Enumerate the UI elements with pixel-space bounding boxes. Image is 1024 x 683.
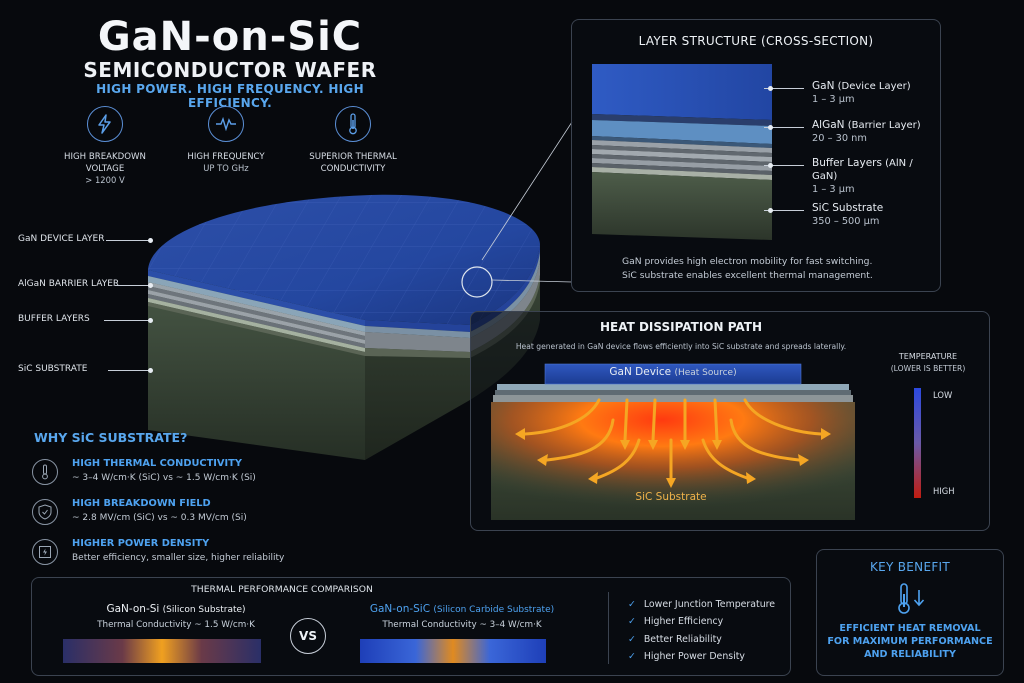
layer-label-buffer: Buffer Layers (AlN / GaN) 1 – 3 µm: [812, 157, 913, 195]
tagline: HIGH POWER. HIGH FREQUENCY. HIGH EFFICIE…: [96, 82, 364, 110]
feature-title: SUPERIOR THERMAL CONDUCTIVITY: [309, 152, 397, 174]
layer-structure-panel: LAYER STRUCTURE (CROSS-SECTION) GaN (Dev…: [571, 19, 941, 292]
wafer-illustration: [148, 194, 540, 460]
layer-note-gan: GaN provides high electron mobility for …: [622, 256, 873, 267]
heat-source-label: GaN Device (Heat Source): [609, 366, 737, 378]
checkmark-icon: ✓: [628, 651, 636, 662]
benefit-check-reliability: ✓Better Reliability: [628, 634, 722, 645]
why-detail: ~ 3–4 W/cm·K (SiC) vs ~ 1.5 W/cm·K (Si): [72, 473, 256, 483]
feature-high-frequency: HIGH FREQUENCY UP TO GHz: [166, 106, 286, 174]
wafer-label-gan: GaN DEVICE LAYER: [18, 234, 105, 244]
feature-breakdown-voltage: HIGH BREAKDOWN VOLTAGE > 1200 V: [45, 106, 165, 186]
why-heading: HIGH BREAKDOWN FIELD: [72, 498, 211, 509]
thermometer-down-icon: [895, 582, 929, 620]
feature-title: HIGH BREAKDOWN VOLTAGE: [64, 152, 146, 174]
gan-on-sic-heat-bar: [360, 639, 546, 663]
checkmark-icon: ✓: [628, 599, 636, 610]
zoom-connector: [481, 121, 573, 283]
layer-label-gan: GaN (Device Layer) 1 – 3 µm: [812, 80, 911, 105]
layer-structure-title: LAYER STRUCTURE (CROSS-SECTION): [638, 34, 874, 48]
checkmark-icon: ✓: [628, 616, 636, 627]
substrate-label: SiC Substrate: [635, 491, 707, 503]
waveform-icon: [208, 106, 244, 142]
key-benefit-title: KEY BENEFIT: [869, 560, 951, 574]
why-detail: ~ 2.8 MV/cm (SiC) vs ~ 0.3 MV/cm (Si): [72, 513, 247, 523]
gan-on-si-conductivity: Thermal Conductivity ~ 1.5 W/cm·K: [97, 620, 255, 630]
heat-path-description: Heat generated in GaN device flows effic…: [515, 342, 847, 351]
gan-on-si-name: GaN-on-Si (Silicon Substrate): [106, 603, 246, 615]
feature-value: UP TO GHz: [203, 163, 249, 173]
power-chip-icon: [32, 539, 58, 565]
benefit-check-efficiency: ✓Higher Efficiency: [628, 616, 724, 627]
page-title: GaN-on-SiC: [97, 14, 363, 60]
benefit-check-power: ✓Higher Power Density: [628, 651, 745, 662]
thermometer-icon: [32, 459, 58, 485]
thermal-comparison-title: THERMAL PERFORMANCE COMPARISON: [191, 584, 373, 595]
shield-icon: [32, 499, 58, 525]
gan-on-sic-conductivity: Thermal Conductivity ~ 3–4 W/cm·K: [382, 620, 542, 630]
key-benefit-text: EFFICIENT HEAT REMOVAL FOR MAXIMUM PERFO…: [827, 623, 993, 660]
page-subtitle: SEMICONDUCTOR WAFER: [83, 58, 377, 82]
temperature-high-label: HIGH: [933, 486, 955, 496]
gan-on-si-heat-bar: [63, 639, 261, 663]
thermometer-icon: [335, 106, 371, 142]
why-detail: Better efficiency, smaller size, higher …: [72, 553, 285, 563]
layer-note-sic: SiC substrate enables excellent thermal …: [622, 270, 873, 281]
feature-thermal-conductivity: SUPERIOR THERMAL CONDUCTIVITY: [293, 106, 413, 175]
layer-label-sic: SiC Substrate 350 – 500 µm: [812, 202, 884, 227]
versus-badge: VS: [290, 618, 326, 654]
why-heading: HIGHER POWER DENSITY: [72, 538, 210, 549]
wafer-label-substrate: SiC SUBSTRATE: [18, 364, 88, 374]
gan-on-sic-name: GaN-on-SiC (Silicon Carbide Substrate): [369, 603, 555, 615]
cross-section-block: [592, 64, 772, 240]
heat-flow-diagram: [491, 363, 855, 520]
checkmark-icon: ✓: [628, 634, 636, 645]
feature-title: HIGH FREQUENCY: [187, 152, 265, 162]
wafer-label-algan: AlGaN BARRIER LAYER: [18, 279, 120, 289]
why-sic-title: WHY SiC SUBSTRATE?: [34, 430, 188, 445]
wafer-label-buffer: BUFFER LAYERS: [18, 314, 90, 324]
key-benefit-panel: KEY BENEFIT EFFICIENT HEAT REMOVAL FOR M…: [816, 549, 1004, 676]
benefit-check-junction: ✓Lower Junction Temperature: [628, 599, 776, 610]
temperature-low-label: LOW: [933, 390, 953, 400]
heat-dissipation-panel: HEAT DISSIPATION PATH Heat generated in …: [470, 311, 990, 531]
lightning-bolt-icon: [87, 106, 123, 142]
temperature-scale-bar: [914, 388, 921, 498]
thermal-comparison-panel: THERMAL PERFORMANCE COMPARISON GaN-on-Si…: [31, 577, 791, 676]
feature-value: > 1200 V: [85, 175, 125, 185]
temperature-title: TEMPERATURE: [898, 352, 958, 361]
heat-path-title: HEAT DISSIPATION PATH: [600, 320, 762, 334]
layer-label-algan: AlGaN (Barrier Layer) 20 – 30 nm: [812, 119, 921, 144]
why-heading: HIGH THERMAL CONDUCTIVITY: [72, 458, 242, 469]
temperature-subtitle: (LOWER IS BETTER): [890, 364, 966, 373]
